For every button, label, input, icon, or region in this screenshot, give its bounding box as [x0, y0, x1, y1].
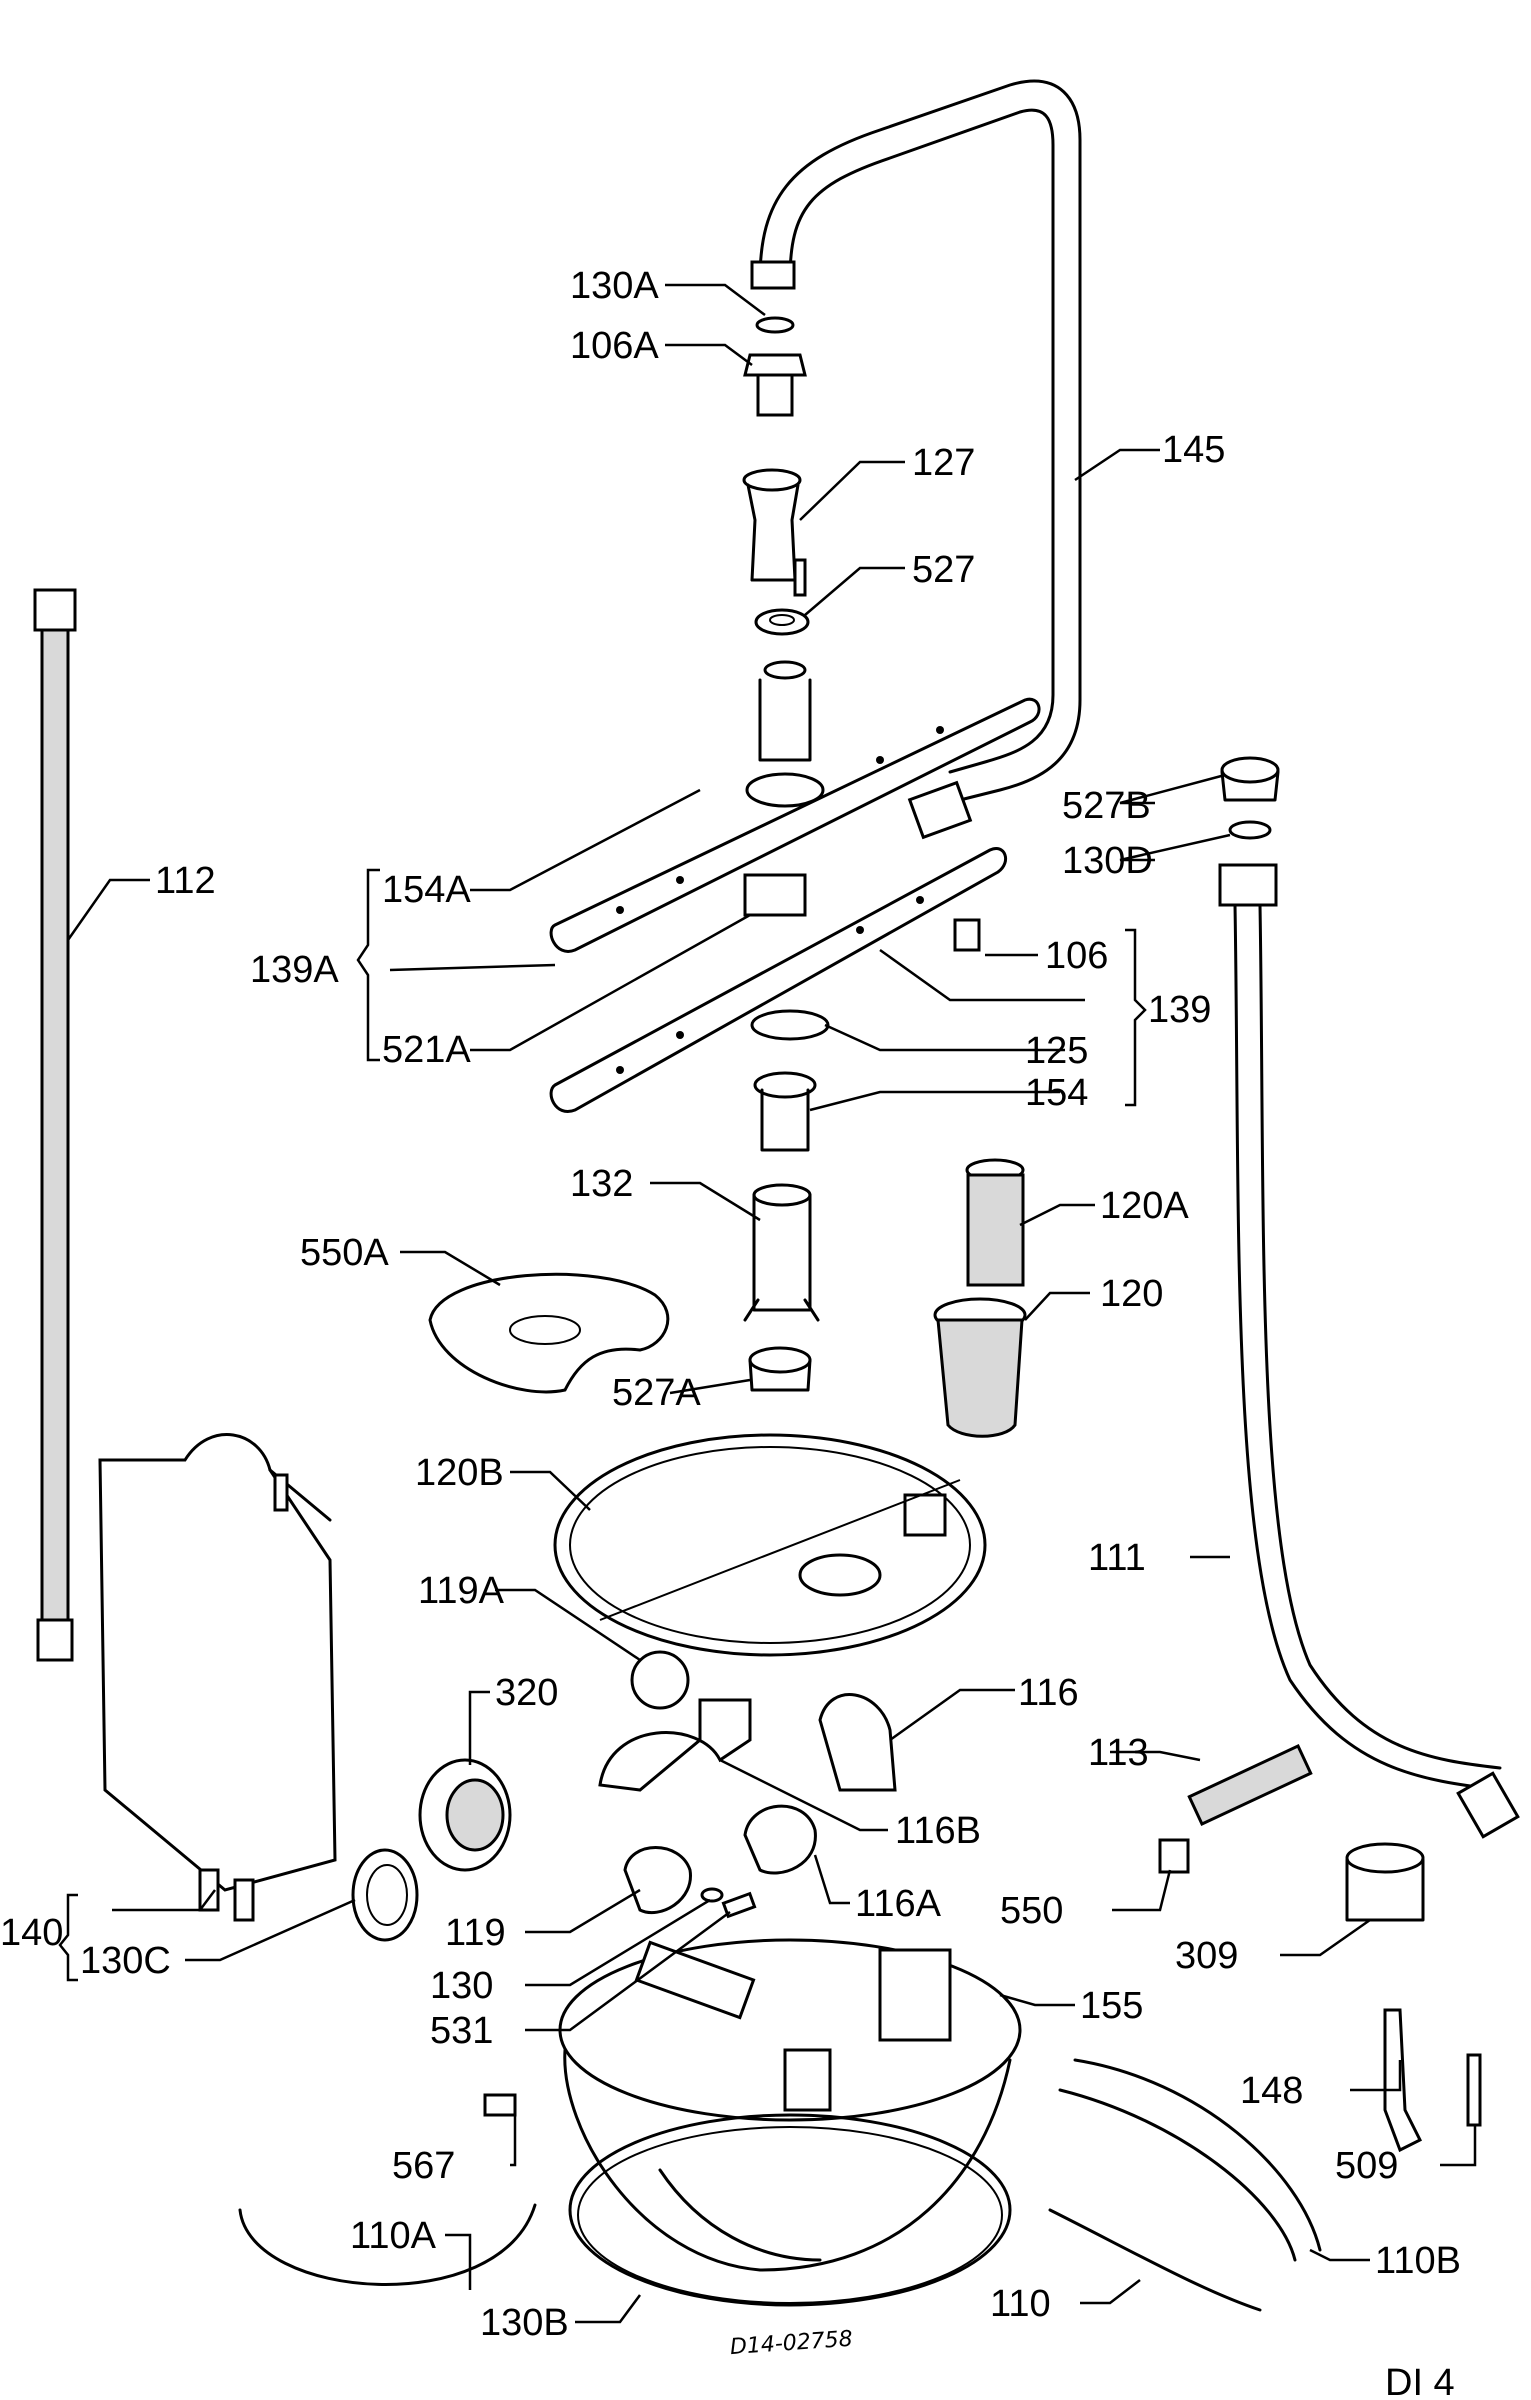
- leader-lines: [58, 283, 1477, 2324]
- part-125-collar: [750, 1009, 830, 1041]
- label-111: 111: [1088, 1537, 1146, 1579]
- part-130B-gasket: [568, 2113, 1012, 2307]
- part-labels: 130A 106A 127 145 527 112 154A 139A 521A…: [0, 265, 1461, 2400]
- part-120A-fine-filter: [965, 1158, 1025, 1287]
- part-110B-hose: [1058, 2058, 1322, 2262]
- part-110A-hose: [238, 2203, 537, 2286]
- label-320: 320: [495, 1672, 558, 1714]
- part-130D-gasket: [1228, 820, 1272, 840]
- part-145-spray-pipe: [750, 79, 1082, 840]
- label-154A: 154A: [382, 869, 471, 911]
- label-120: 120: [1100, 1273, 1163, 1315]
- label-550: 550: [1000, 1890, 1063, 1932]
- label-110B: 110B: [1375, 2240, 1461, 2282]
- label-116A: 116A: [855, 1883, 942, 1925]
- drawing-number: D14-02758: [729, 2327, 853, 2361]
- label-527A: 527A: [612, 1372, 701, 1414]
- label-132: 132: [570, 1163, 633, 1205]
- label-145: 145: [1162, 429, 1225, 471]
- part-119-impeller: [623, 1846, 692, 1915]
- label-106A: 106A: [570, 325, 659, 367]
- part-116-duct: [818, 1693, 897, 1792]
- part-550A-deflector-plate: [428, 1272, 670, 1394]
- label-130A: 130A: [570, 265, 659, 307]
- label-110A: 110A: [350, 2215, 437, 2257]
- label-527: 527: [912, 549, 975, 591]
- label-130B: 130B: [480, 2302, 569, 2344]
- label-148: 148: [1240, 2070, 1303, 2112]
- label-155: 155: [1080, 1985, 1143, 2027]
- part-154-nozzle: [753, 1071, 817, 1152]
- label-567: 567: [392, 2145, 455, 2187]
- label-140: 140: [0, 1912, 63, 1954]
- part-113-connector: [1187, 1744, 1313, 1826]
- part-106-clip: [953, 918, 981, 952]
- label-154: 154: [1025, 1072, 1088, 1114]
- label-130C: 130C: [80, 1940, 171, 1982]
- part-112-braided-hose: [33, 588, 77, 1662]
- part-106A-nut: [743, 353, 807, 417]
- part-509-pin: [1466, 2053, 1482, 2127]
- label-130D: 130D: [1062, 840, 1153, 882]
- part-120-coarse-filter: [933, 1297, 1027, 1438]
- label-309: 309: [1175, 1935, 1238, 1977]
- part-550-block: [1158, 1838, 1190, 1874]
- label-550A: 550A: [300, 1232, 389, 1274]
- part-527B-nut: [1220, 756, 1280, 802]
- label-139A: 139A: [250, 949, 339, 991]
- part-130A-o-ring: [755, 316, 795, 334]
- part-527A-ring: [748, 1346, 812, 1392]
- label-120A: 120A: [1100, 1185, 1189, 1227]
- part-320-pump-cover: [418, 1758, 512, 1872]
- page-code: DI 4: [1385, 2362, 1455, 2400]
- label-521A: 521A: [382, 1029, 471, 1071]
- part-110-hose: [1048, 2208, 1262, 2312]
- label-527B: 527B: [1062, 785, 1151, 827]
- label-509: 509: [1335, 2145, 1398, 2187]
- part-111-drain-hose: [1218, 863, 1520, 1839]
- part-567-clip: [483, 2093, 517, 2117]
- part-531-screw: [721, 1891, 757, 1919]
- label-130: 130: [430, 1965, 493, 2007]
- part-148-bracket: [1383, 2008, 1423, 2153]
- part-155-sump: [558, 1938, 1022, 2272]
- label-112: 112: [155, 860, 216, 902]
- part-130C-ring: [351, 1848, 419, 1942]
- label-106: 106: [1045, 935, 1108, 977]
- part-116A-cap: [743, 1804, 817, 1875]
- part-116B-duct: [598, 1698, 752, 1792]
- label-119A: 119A: [418, 1570, 505, 1612]
- label-113: 113: [1088, 1732, 1149, 1774]
- part-127-bushing: [742, 468, 807, 597]
- part-309-cap: [1345, 1842, 1425, 1922]
- label-531: 531: [430, 2010, 493, 2052]
- label-116B: 116B: [895, 1810, 981, 1852]
- part-521A-lower-spray-arm: [549, 847, 1008, 1113]
- label-110: 110: [990, 2283, 1051, 2325]
- label-127: 127: [912, 442, 975, 484]
- label-116: 116: [1018, 1672, 1079, 1714]
- label-119: 119: [445, 1912, 506, 1954]
- part-119A-impeller: [630, 1650, 690, 1710]
- part-140-water-softener: [98, 1433, 337, 1922]
- part-527-ring: [754, 608, 810, 636]
- part-120B-filter-plate: [553, 1433, 987, 1657]
- label-125: 125: [1025, 1030, 1088, 1072]
- label-120B: 120B: [415, 1452, 504, 1494]
- part-154A-upper-spray-arm: [549, 660, 1041, 953]
- label-139: 139: [1148, 989, 1211, 1031]
- part-132-tube: [743, 1183, 820, 1322]
- part-130-o-ring: [700, 1887, 724, 1903]
